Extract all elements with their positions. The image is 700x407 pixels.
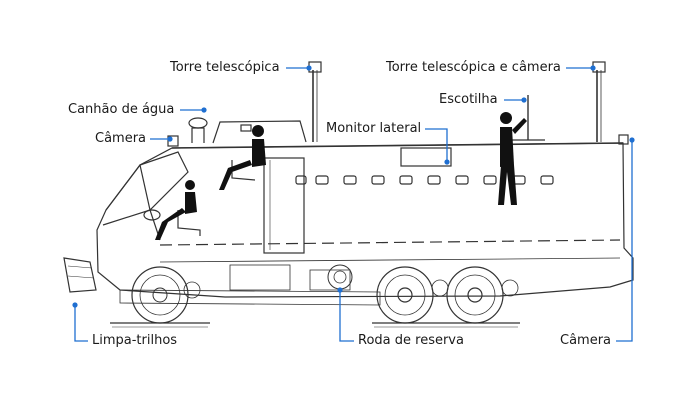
front-wheel: [131, 266, 189, 324]
driver-seat: [177, 210, 201, 236]
chassis: [119, 289, 381, 306]
steering-wheel: [143, 209, 161, 221]
front-camera-shape: [167, 135, 179, 147]
vehicle-body: [96, 142, 634, 298]
label-camera-front: Câmera: [95, 131, 147, 146]
leader-lines: [74, 67, 633, 342]
side-monitor-screen: [400, 147, 452, 167]
label-camera-rear: Câmera: [560, 333, 612, 348]
side-windows: [295, 175, 554, 185]
upper-seat: [231, 160, 256, 181]
side-door: [263, 157, 305, 254]
rail-plow: [63, 257, 97, 293]
label-escotilha: Escotilha: [439, 92, 498, 107]
label-torre-telescopica: Torre telescópica: [170, 60, 280, 75]
label-roda-reserva: Roda de reserva: [358, 333, 464, 348]
roof-canopy: [212, 120, 307, 144]
water-cannon: [191, 127, 205, 143]
rear-camera-shape: [618, 134, 629, 145]
spare-wheel-shape: [327, 264, 353, 290]
rear-wheel-1: [376, 266, 434, 324]
label-monitor-lateral: Monitor lateral: [326, 121, 422, 136]
belt-line: [159, 239, 621, 246]
label-torre-telescopica-camera: Torre telescópica e câmera: [386, 60, 561, 75]
figures: [155, 112, 527, 240]
label-canhao-agua: Canhão de água: [68, 102, 175, 117]
label-limpa-trilhos: Limpa-trilhos: [92, 333, 178, 348]
windshield: [139, 151, 189, 212]
leader-dots: [72, 65, 635, 308]
rear-wheel-2: [446, 266, 504, 324]
